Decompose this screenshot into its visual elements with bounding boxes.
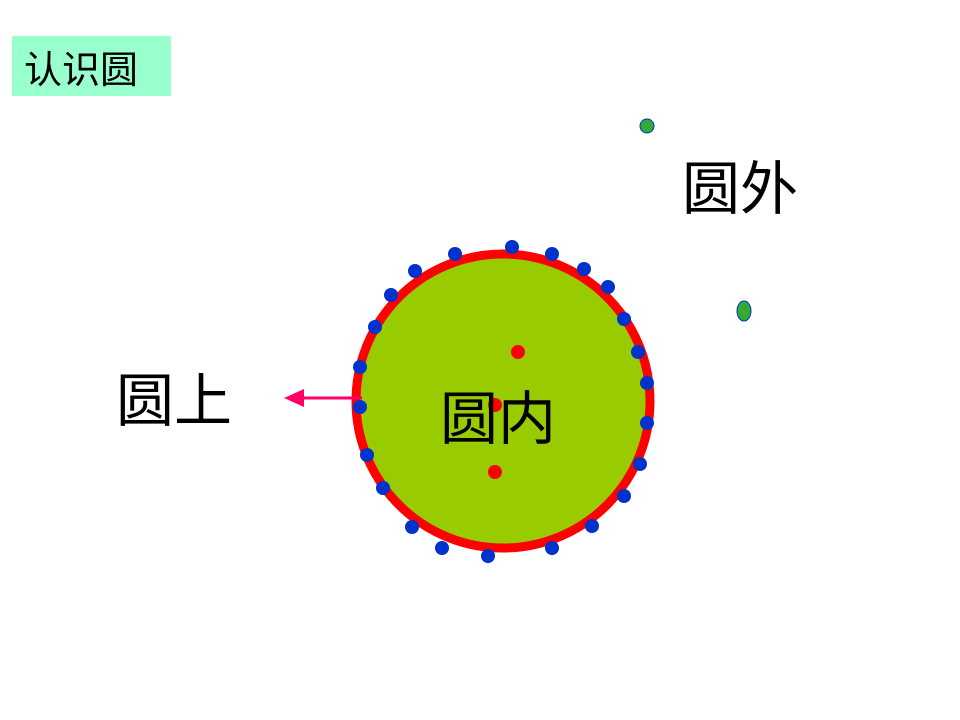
- outside-point: [736, 300, 752, 322]
- on-circle-point: [353, 400, 367, 414]
- on-circle-point: [505, 240, 519, 254]
- circle: [351, 249, 655, 553]
- inside-point: [488, 465, 502, 479]
- on-circle-point: [585, 519, 599, 533]
- on-circle-point: [633, 457, 647, 471]
- on-circle-point: [617, 489, 631, 503]
- label-outside: 圆外: [682, 155, 799, 223]
- slide-title: 认识圆: [12, 36, 171, 96]
- points-inside-circle: [488, 345, 525, 479]
- on-circle-point: [617, 312, 631, 326]
- on-circle-point: [435, 541, 449, 555]
- points-on-circle: [353, 240, 654, 563]
- inside-point: [488, 398, 502, 412]
- on-circle-point: [448, 247, 462, 261]
- on-circle-point: [384, 288, 398, 302]
- arrow-icon: [284, 389, 362, 407]
- on-circle-point: [631, 345, 645, 359]
- on-circle-point: [360, 448, 374, 462]
- label-inside: 圆内: [440, 385, 557, 453]
- outside-point: [639, 118, 655, 134]
- on-circle-point: [481, 549, 495, 563]
- on-circle-point: [640, 416, 654, 430]
- on-circle-point: [408, 264, 422, 278]
- on-circle-point: [577, 262, 591, 276]
- on-circle-point: [405, 520, 419, 534]
- on-circle-point: [376, 481, 390, 495]
- on-circle-point: [368, 320, 382, 334]
- label-on-circle: 圆上: [116, 367, 233, 435]
- on-circle-point: [545, 541, 559, 555]
- points-outside-circle: [639, 118, 752, 322]
- on-circle-point: [545, 247, 559, 261]
- on-circle-point: [640, 376, 654, 390]
- inside-point: [511, 345, 525, 359]
- on-circle-point: [353, 360, 367, 374]
- on-circle-point: [601, 280, 615, 294]
